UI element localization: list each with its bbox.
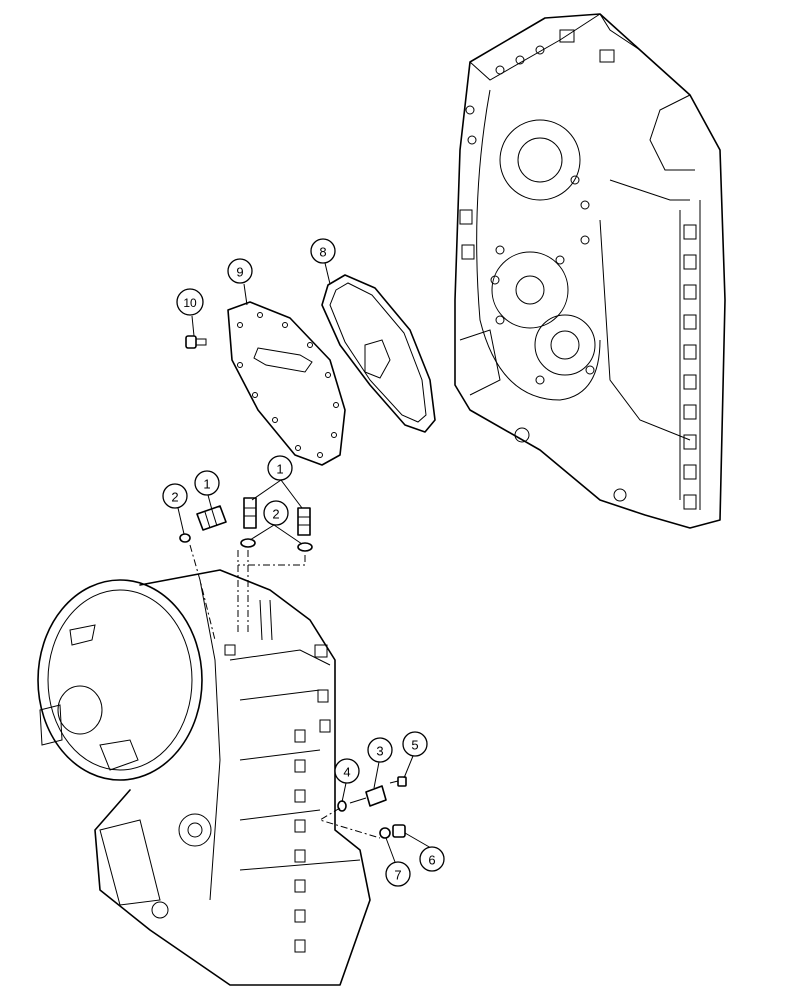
callout-label: 8 xyxy=(319,245,326,260)
callout-2b: 2 xyxy=(263,500,289,526)
callout-label: 5 xyxy=(411,738,418,753)
main-transmission xyxy=(37,569,371,986)
plug-part-6 xyxy=(392,824,406,838)
assembly-line xyxy=(189,544,216,641)
callout-3: 3 xyxy=(367,737,393,763)
callout-label: 3 xyxy=(376,744,383,759)
callout-9: 9 xyxy=(227,258,253,284)
sensor-part-3 xyxy=(349,785,387,807)
callout-label: 6 xyxy=(428,853,435,868)
bolt-part-5 xyxy=(389,776,407,787)
callout-4: 4 xyxy=(334,758,360,784)
callout-6: 6 xyxy=(419,846,445,872)
screw-part-10 xyxy=(185,335,207,349)
assembly-line xyxy=(237,550,249,635)
callout-5: 5 xyxy=(402,731,428,757)
o-ring-part-2 xyxy=(179,533,313,552)
rear-housing xyxy=(454,13,726,529)
o-ring-part-4 xyxy=(337,800,347,812)
gasket-part-8 xyxy=(321,274,436,433)
callout-label: 1 xyxy=(203,477,210,492)
callout-label: 2 xyxy=(171,490,178,505)
callout-1a: 1 xyxy=(194,470,220,496)
callout-leaders xyxy=(177,262,432,863)
callout-label: 2 xyxy=(272,507,279,522)
callout-8: 8 xyxy=(310,238,336,264)
callout-label: 10 xyxy=(183,296,197,310)
cover-plate-part-9 xyxy=(227,301,346,466)
assembly-line xyxy=(238,555,306,566)
callout-1b: 1 xyxy=(267,455,293,481)
callout-label: 9 xyxy=(236,265,243,280)
assembly-line xyxy=(318,807,381,839)
callout-10: 10 xyxy=(176,288,204,316)
o-ring-part-7 xyxy=(379,827,391,839)
callout-label: 7 xyxy=(394,868,401,883)
callout-label: 1 xyxy=(276,462,283,477)
callout-2a: 2 xyxy=(162,483,188,509)
callout-label: 4 xyxy=(343,765,350,780)
callout-7: 7 xyxy=(385,861,411,887)
sensor-part-1 xyxy=(196,497,311,536)
